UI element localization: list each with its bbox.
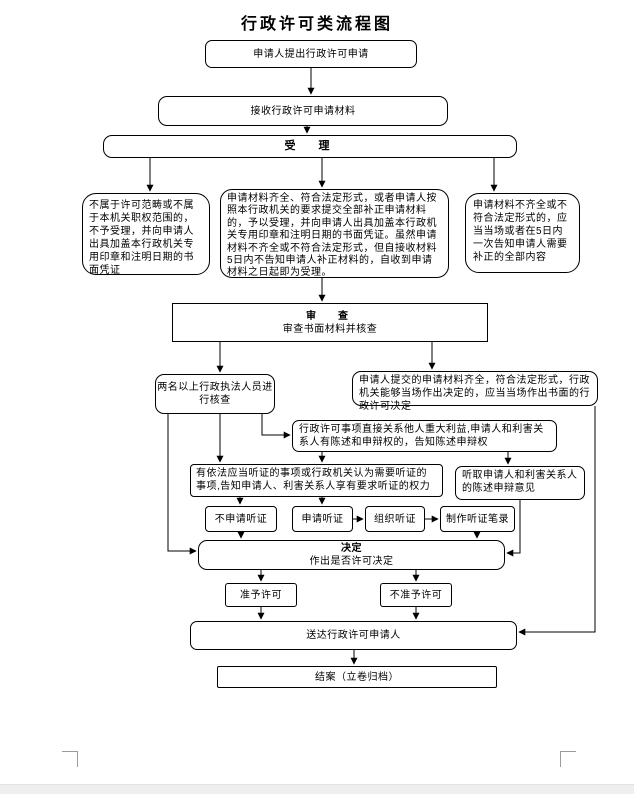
node-hearing-record-label: 制作听证笔录 bbox=[446, 513, 509, 525]
node-receive-label: 接收行政许可申请材料 bbox=[250, 105, 356, 117]
node-listen-statement: 听取申请人和利害关系人的陈述申辩意见 bbox=[455, 466, 585, 500]
node-hearing-record: 制作听证笔录 bbox=[440, 506, 515, 532]
node-statement-rights: 行政许可事项直接关系他人重大利益,申请人和利害关系人有陈述和申辩权的，告知陈述申… bbox=[292, 420, 557, 452]
page-title: 行政许可类流程图 bbox=[240, 14, 393, 33]
node-apply-hearing-label: 申请听证 bbox=[301, 513, 344, 525]
node-accept-notice: 申请材料齐全、符合法定形式，或者申请人按照本行政机关的要求提交全部补正申请材料的… bbox=[220, 189, 449, 278]
window-bottom-bar bbox=[0, 784, 634, 794]
node-apply-hearing: 申请听证 bbox=[292, 506, 353, 532]
node-reject-notice: 不属于许可范畴或不属于本机关职权范围的，不予受理，并向申请人出具加盖本行政机关专… bbox=[82, 193, 210, 276]
node-review: 审 查 审查书面材料并核查 bbox=[172, 303, 488, 342]
node-grant-label: 准予许可 bbox=[240, 589, 282, 601]
node-receive: 接收行政许可申请材料 bbox=[158, 96, 448, 126]
node-deliver: 送达行政许可申请人 bbox=[190, 621, 517, 650]
text-boundary-mark-left bbox=[62, 751, 78, 767]
node-accept: 受 理 bbox=[103, 135, 517, 158]
node-hearing-rights: 有依法应当听证的事项或行政机关认为需要听证的事项,告知申请人、利害关系人享有要求… bbox=[190, 464, 443, 497]
node-decision-title: 决定 bbox=[341, 543, 362, 554]
node-review-subtitle: 审查书面材料并核查 bbox=[282, 323, 378, 335]
node-deny: 不准予许可 bbox=[380, 583, 452, 607]
node-statement-rights-label: 行政许可事项直接关系他人重大利益,申请人和利害关系人有陈述和申辩权的，告知陈述申… bbox=[299, 424, 544, 448]
node-supplement-notice-label: 申请材料不齐全或不符合法定形式的，应当当场或者在5日内一次告知申请人需要补正的全… bbox=[473, 200, 568, 263]
node-organize-hearing: 组织听证 bbox=[365, 506, 425, 532]
node-onsite-decision-label: 申请人提交的申请材料齐全，符合法定形式，行政机关能够当场作出决定的，应当当场作出… bbox=[359, 375, 590, 412]
node-accept-label: 受 理 bbox=[284, 140, 336, 152]
node-review-title: 审 查 bbox=[306, 310, 354, 322]
node-grant: 准予许可 bbox=[225, 583, 297, 607]
node-onsite-decision: 申请人提交的申请材料齐全，符合法定形式，行政机关能够当场作出决定的，应当当场作出… bbox=[352, 371, 598, 412]
node-apply-label: 申请人提出行政许可申请 bbox=[253, 48, 369, 60]
node-organize-hearing-label: 组织听证 bbox=[374, 513, 416, 525]
node-decision-subtitle: 作出是否许可决定 bbox=[309, 556, 394, 567]
node-verify-label: 两名以上行政执法人员进行核查 bbox=[157, 382, 273, 406]
node-listen-statement-label: 听取申请人和利害关系人的陈述申辩意见 bbox=[462, 470, 578, 494]
node-close-case: 结案（立卷归档） bbox=[217, 666, 497, 688]
node-accept-notice-label: 申请材料齐全、符合法定形式，或者申请人按照本行政机关的要求提交全部补正申请材料的… bbox=[227, 193, 437, 279]
node-deliver-label: 送达行政许可申请人 bbox=[306, 630, 401, 641]
node-decision: 决定 作出是否许可决定 bbox=[198, 540, 505, 570]
node-deny-label: 不准予许可 bbox=[389, 589, 443, 601]
node-close-case-label: 结案（立卷归档） bbox=[315, 671, 399, 683]
node-verify: 两名以上行政执法人员进行核查 bbox=[155, 374, 275, 414]
text-boundary-mark-right bbox=[560, 751, 576, 767]
node-hearing-rights-label: 有依法应当听证的事项或行政机关认为需要听证的事项,告知申请人、利害关系人享有要求… bbox=[196, 468, 431, 492]
node-reject-notice-label: 不属于许可范畴或不属于本机关职权范围的，不予受理，并向申请人出具加盖本行政机关专… bbox=[89, 200, 194, 276]
node-no-hearing-label: 不申请听证 bbox=[214, 513, 268, 525]
node-apply: 申请人提出行政许可申请 bbox=[205, 40, 417, 68]
node-no-hearing: 不申请听证 bbox=[205, 506, 277, 532]
node-supplement-notice: 申请材料不齐全或不符合法定形式的，应当当场或者在5日内一次告知申请人需要补正的全… bbox=[465, 193, 580, 273]
